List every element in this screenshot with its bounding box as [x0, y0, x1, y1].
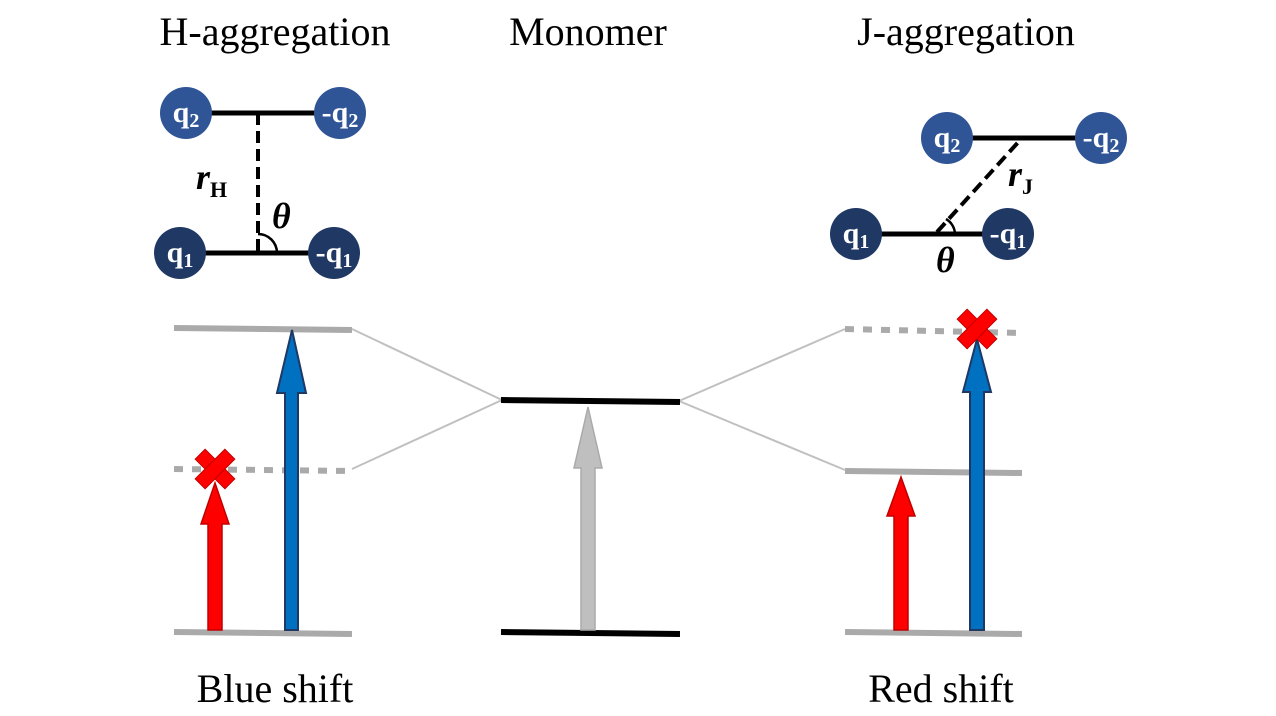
- h-charge-neg-q1: [308, 227, 360, 279]
- j-angle-arc: [945, 217, 957, 235]
- monomer-excited-level: [500, 397, 681, 405]
- h-distance-label: rH: [196, 157, 227, 202]
- h-dimer: q2 -q2 q1 -q1 rH θ: [154, 87, 366, 279]
- j-distance-label: rJ: [1008, 154, 1033, 199]
- level-connectors: [351, 328, 846, 471]
- connector-j-upper: [678, 328, 846, 402]
- svg-text:-q1: -q1: [316, 236, 353, 272]
- h-theta-label: θ: [272, 196, 291, 236]
- j-forbidden-cross-icon: [956, 308, 998, 350]
- h-charge-q1: [154, 227, 206, 279]
- h-red-arrow-forbidden: [199, 480, 231, 631]
- caption-red-shift: Red shift: [868, 666, 1014, 711]
- h-forbidden-cross-icon: [194, 448, 236, 490]
- j-charge-neg-q2: [1075, 112, 1127, 164]
- connector-j-lower: [678, 400, 846, 471]
- svg-text:q1: q1: [843, 217, 870, 253]
- j-charge-q1: [830, 208, 882, 260]
- svg-text:q2: q2: [173, 96, 200, 132]
- svg-text:-q1: -q1: [990, 217, 1027, 253]
- svg-text:q1: q1: [167, 236, 194, 272]
- h-charge-neg-q2: [314, 87, 366, 139]
- monomer-ground-level: [500, 629, 681, 637]
- j-red-arrow: [885, 474, 917, 631]
- h-charge-q2: [160, 87, 212, 139]
- j-ground-level: [844, 629, 1023, 637]
- svg-text:q2: q2: [934, 121, 961, 157]
- monomer-gray-arrow: [573, 406, 603, 631]
- j-charge-q2: [921, 112, 973, 164]
- j-charge-neg-q1: [982, 208, 1034, 260]
- j-distance-line: [935, 136, 1024, 234]
- title-j-aggregation: J-aggregation: [857, 9, 1075, 54]
- j-dimer: q2 -q2 q1 -q1 rJ θ: [830, 112, 1127, 280]
- j-theta-label: θ: [936, 240, 955, 280]
- h-lower-excited-level-forbidden: [173, 466, 353, 474]
- h-ground-level: [173, 629, 353, 637]
- j-lower-excited-level: [844, 468, 1023, 476]
- h-blue-arrow: [275, 329, 308, 631]
- caption-blue-shift: Blue shift: [197, 666, 354, 711]
- connector-h-lower: [351, 399, 503, 470]
- title-monomer: Monomer: [509, 9, 667, 54]
- svg-text:-q2: -q2: [1083, 121, 1120, 157]
- j-blue-arrow-forbidden: [961, 335, 993, 631]
- j-upper-excited-level-forbidden: [844, 326, 1023, 336]
- h-angle-arc: [257, 232, 279, 254]
- title-h-aggregation: H-aggregation: [159, 9, 390, 54]
- svg-text:-q2: -q2: [322, 96, 359, 132]
- connector-h-upper: [351, 328, 503, 401]
- h-upper-excited-level: [173, 325, 353, 333]
